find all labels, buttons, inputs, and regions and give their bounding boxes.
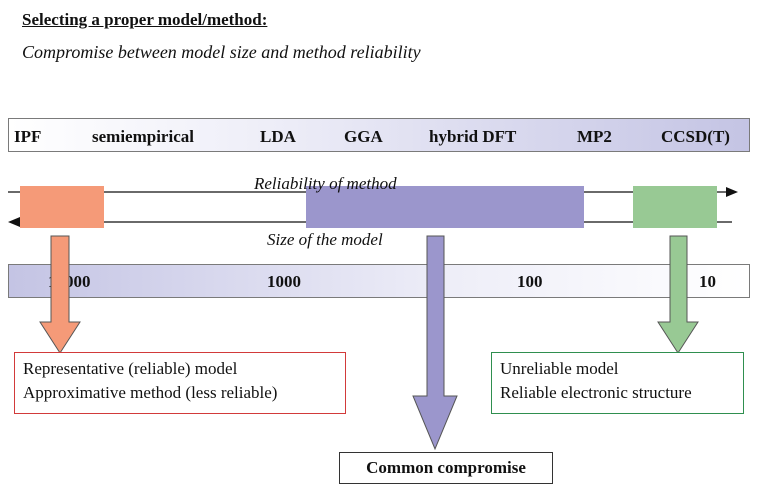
size-label-10: 10 (699, 272, 716, 291)
method-label-mp2: MP2 (577, 127, 612, 146)
page-title: Selecting a proper model/method: (22, 10, 268, 29)
green-down-arrow (657, 235, 699, 354)
page-subtitle: Compromise between model size and method… (22, 42, 421, 62)
method-scale-bar (8, 118, 750, 152)
method-label-semiempirical: semiempirical (92, 127, 194, 146)
size-axis-label: Size of the model (267, 230, 383, 249)
purple-highlight-block (306, 186, 584, 228)
reliable-electronic-structure-box-line1: Unreliable model (500, 359, 619, 378)
size-label-1000: 1000 (267, 272, 301, 291)
reliable-model-box-line2: Approximative method (less reliable) (23, 383, 278, 402)
salmon-highlight-block (20, 186, 104, 228)
reliable-electronic-structure-box-line2: Reliable electronic structure (500, 383, 692, 402)
reliable-model-box: Representative (reliable) model Approxim… (14, 352, 346, 414)
method-label-ccsdt: CCSD(T) (661, 127, 730, 146)
reliability-axis-label: Reliability of method (254, 174, 397, 193)
reliable-electronic-structure-box: Unreliable model Reliable electronic str… (491, 352, 744, 414)
method-label-gga: GGA (344, 127, 383, 146)
common-compromise-box: Common compromise (339, 452, 553, 484)
method-label-lda: LDA (260, 127, 296, 146)
reliability-axis-arrowhead (726, 187, 738, 197)
model-size-bar (8, 264, 750, 298)
method-label-hybrid-dft: hybrid DFT (429, 127, 517, 146)
size-label-100: 100 (517, 272, 543, 291)
method-label-ipf: IPF (14, 127, 42, 146)
reliable-model-box-line1: Representative (reliable) model (23, 359, 238, 378)
purple-down-arrow (412, 235, 458, 451)
salmon-down-arrow (39, 235, 81, 354)
size-axis-arrowhead (8, 217, 20, 227)
green-highlight-block (633, 186, 717, 228)
